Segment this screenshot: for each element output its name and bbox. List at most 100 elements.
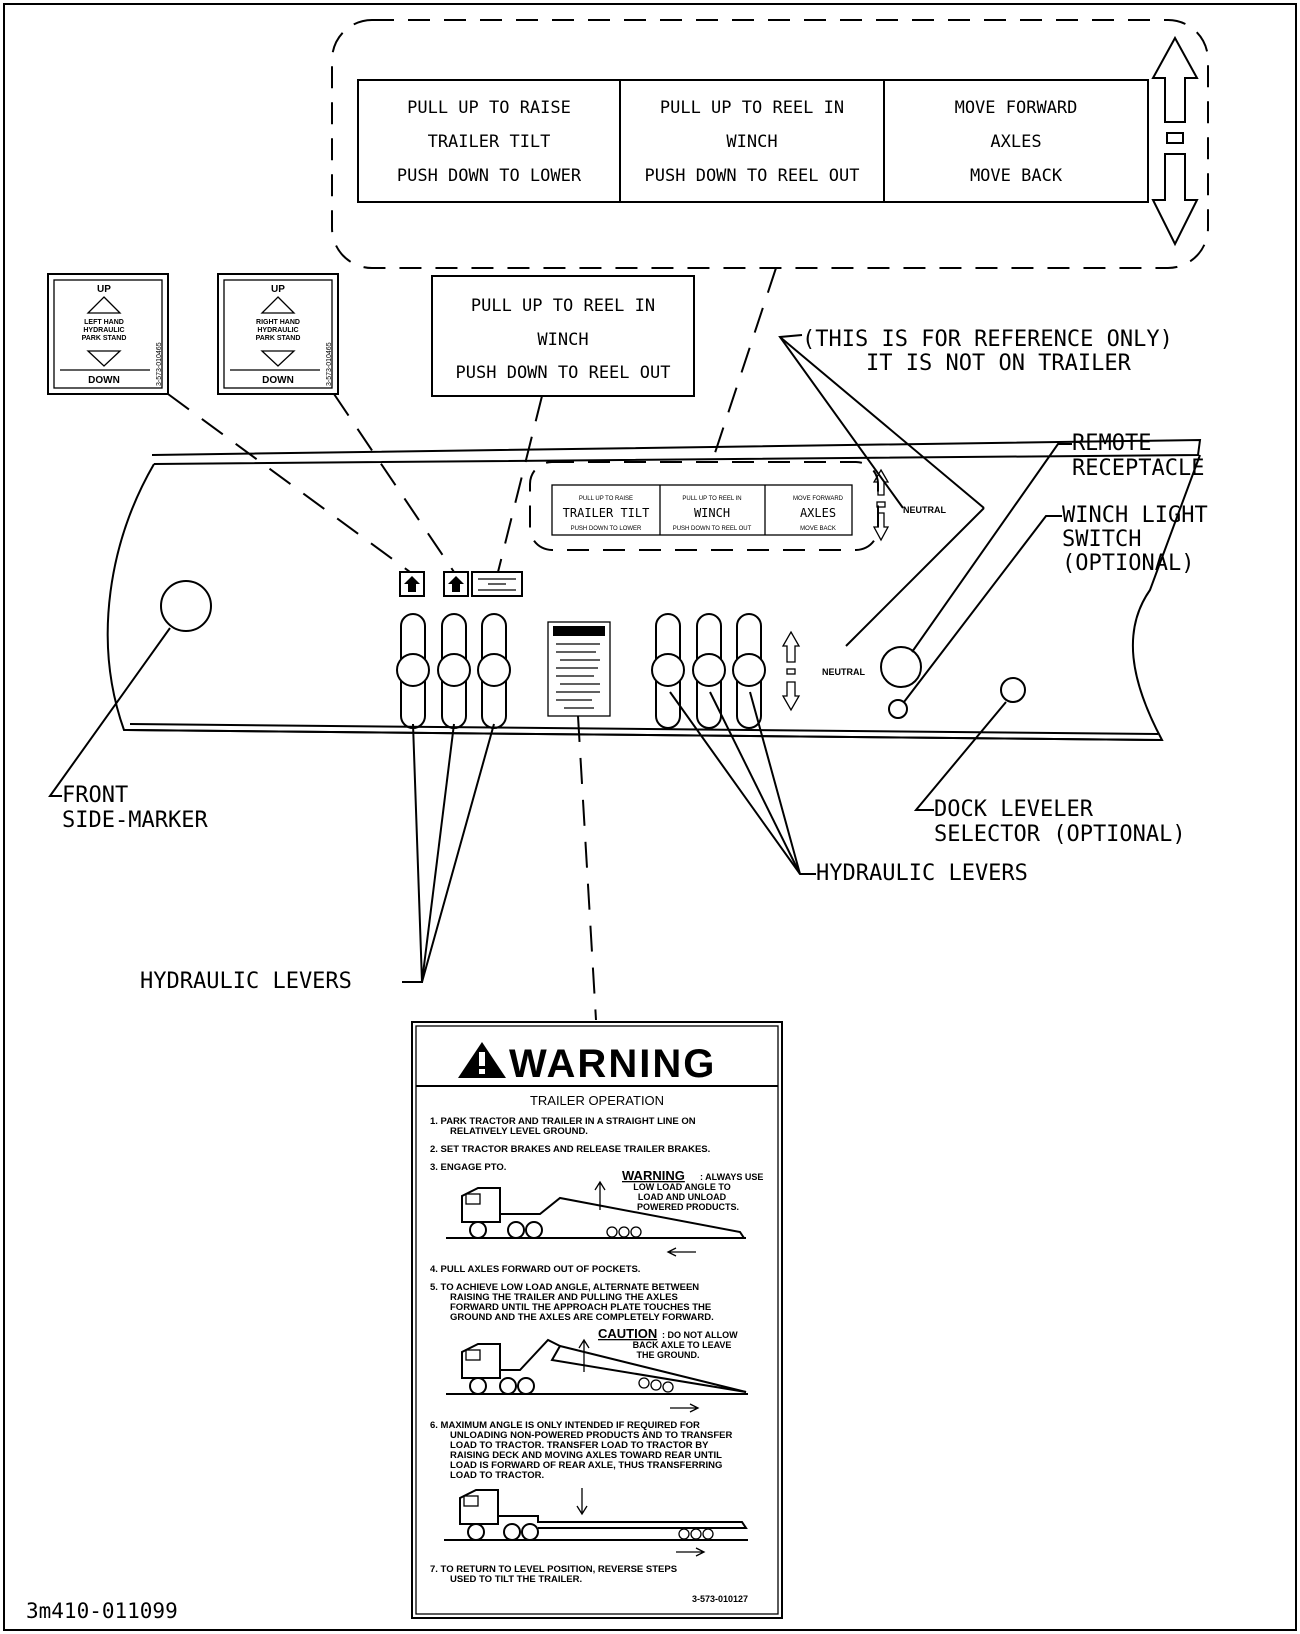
svg-text:HYDRAULIC LEVERS: HYDRAULIC LEVERS: [140, 969, 352, 994]
warning-part-number: 3-573-010127: [692, 1594, 748, 1604]
up-arrow-icon: [872, 468, 890, 496]
up-triangle-icon: [260, 296, 296, 314]
svg-text:6. MAXIMUM ANGLE IS ONLY INTE: 6. MAXIMUM ANGLE IS ONLY INTENDED IF REQ…: [430, 1420, 700, 1431]
tilt-panel-line1: PULL UP TO RAISE: [407, 98, 571, 118]
svg-text:LOAD TO TRACTOR. TRANSFER LOAD: LOAD TO TRACTOR. TRANSFER LOAD TO TRACTO…: [450, 1440, 709, 1451]
svg-text:HYDRAULIC LEVERS: HYDRAULIC LEVERS: [816, 861, 1028, 886]
svg-text:HYDRAULIC: HYDRAULIC: [83, 327, 124, 334]
svg-text:RELATIVELY LEVEL GROUND.: RELATIVELY LEVEL GROUND.: [450, 1126, 588, 1137]
front-side-marker: [160, 580, 212, 632]
svg-text:POWERED PRODUCTS.: POWERED PRODUCTS.: [637, 1202, 739, 1212]
callout-remote-receptacle: REMOTE RECEPTACLE: [911, 431, 1204, 653]
svg-text:LOAD IS FORWARD OF REAR AXLE,: LOAD IS FORWARD OF REAR AXLE, THUS TRANS…: [450, 1460, 722, 1471]
neutral-label-lower: NEUTRAL: [822, 667, 865, 677]
svg-text:WINCH: WINCH: [694, 506, 730, 520]
left-park-stand-decal: UP LEFT HAND HYDRAULIC PARK STAND DOWN 3…: [47, 273, 169, 395]
svg-text:RAISING DECK AND MOVING AXLES: RAISING DECK AND MOVING AXLES TOWARD REA…: [450, 1450, 722, 1461]
svg-text:WINCH LIGHT: WINCH LIGHT: [1062, 503, 1208, 528]
callout-hydraulic-levers-left: HYDRAULIC LEVERS: [140, 723, 495, 994]
warning-header: WARNING: [509, 1042, 716, 1086]
up-arrow-icon: [1151, 35, 1199, 123]
svg-text:3. ENGAGE PTO.: 3. ENGAGE PTO.: [430, 1162, 506, 1173]
svg-text:PUSH DOWN TO REEL OUT: PUSH DOWN TO REEL OUT: [456, 363, 671, 383]
winch-panel-line3: PUSH DOWN TO REEL OUT: [645, 166, 860, 186]
svg-text:WINCH: WINCH: [537, 330, 588, 350]
truck-illustration-low-angle: [446, 1180, 746, 1257]
up-triangle-icon: [86, 296, 122, 314]
svg-text:1. PARK TRACTOR AND TRAILER I: 1. PARK TRACTOR AND TRAILER IN A STRAIGH…: [430, 1116, 696, 1127]
svg-text:PULL UP TO RAISE: PULL UP TO RAISE: [579, 496, 633, 502]
svg-text:3-573-010465: 3-573-010465: [156, 342, 163, 386]
axles-panel-line3: MOVE BACK: [970, 166, 1063, 186]
right-hydraulic-levers: [651, 613, 766, 729]
winch-panel-line1: PULL UP TO REEL IN: [660, 98, 844, 118]
down-triangle-icon: [260, 350, 296, 367]
svg-text:: DO NOT ALLOW: : DO NOT ALLOW: [662, 1330, 738, 1340]
winch-panel-line2: WINCH: [726, 132, 777, 152]
neutral-label-upper: NEUTRAL: [903, 505, 946, 515]
svg-text:LEFT HAND: LEFT HAND: [84, 319, 124, 326]
callout-reference: (THIS IS FOR REFERENCE ONLY) IT IS NOT O…: [778, 327, 1173, 647]
svg-text:UP: UP: [271, 284, 285, 295]
winch-light-switch: [888, 699, 908, 719]
svg-text:MOVE BACK: MOVE BACK: [800, 526, 836, 532]
svg-text:FRONT: FRONT: [62, 783, 128, 808]
winch-decal: PULL UP TO REEL IN WINCH PUSH DOWN TO RE…: [431, 275, 695, 397]
svg-text:USED TO TILT THE TRAILER.: USED TO TILT THE TRAILER.: [450, 1574, 582, 1585]
enlarged-control-decal: PULL UP TO RAISE TRAILER TILT PUSH DOWN …: [331, 19, 1209, 269]
svg-text:BACK AXLE TO LEAVE: BACK AXLE TO LEAVE: [633, 1340, 732, 1350]
left-hydraulic-levers: [396, 613, 511, 729]
svg-text:RIGHT HAND: RIGHT HAND: [256, 319, 300, 326]
reference-note-line1: (THIS IS FOR REFERENCE ONLY): [802, 327, 1173, 352]
svg-text:3-573-010465: 3-573-010465: [326, 342, 333, 386]
svg-text:PULL UP TO REEL IN: PULL UP TO REEL IN: [682, 496, 741, 502]
svg-text:SIDE-MARKER: SIDE-MARKER: [62, 808, 208, 833]
callout-dock-leveler: DOCK LEVELER SELECTOR (OPTIONAL): [913, 701, 1186, 847]
neutral-indicator: NEUTRAL: [781, 630, 865, 712]
svg-text:UP: UP: [97, 284, 111, 295]
svg-text:DOWN: DOWN: [88, 375, 120, 386]
svg-text:7. TO RETURN TO LEVEL POSITIO: 7. TO RETURN TO LEVEL POSITION, REVERSE …: [430, 1564, 677, 1575]
svg-text:5. TO ACHIEVE LOW LOAD ANGLE,: 5. TO ACHIEVE LOW LOAD ANGLE, ALTERNATE …: [430, 1282, 699, 1293]
drawing-frame: [3, 3, 1297, 1631]
tilt-panel-line3: PUSH DOWN TO LOWER: [397, 166, 582, 186]
reference-dashed-outline: [331, 19, 1209, 269]
right-park-stand-decal: UP RIGHT HAND HYDRAULIC PARK STAND DOWN …: [217, 273, 339, 395]
down-arrow-icon: [781, 681, 801, 712]
svg-text:DOWN: DOWN: [262, 375, 294, 386]
reference-note-line2: IT IS NOT ON TRAILER: [866, 351, 1132, 376]
warning-decal: WARNING TRAILER OPERATION 1. PARK TRACTO…: [411, 1021, 783, 1619]
svg-text:PARK STAND: PARK STAND: [256, 335, 301, 342]
axles-panel-line1: MOVE FORWARD: [955, 98, 1078, 118]
svg-text:LOAD TO TRACTOR.: LOAD TO TRACTOR.: [450, 1470, 544, 1481]
drawing-number: 3m410-011099: [26, 1599, 178, 1623]
down-arrow-icon: [872, 512, 890, 542]
svg-text:THE GROUND.: THE GROUND.: [637, 1350, 700, 1360]
svg-text:SWITCH: SWITCH: [1062, 527, 1141, 552]
svg-text:PARK STAND: PARK STAND: [82, 335, 127, 342]
callout-winch-light: WINCH LIGHT SWITCH (OPTIONAL): [903, 503, 1208, 703]
callout-front-side-marker: FRONT SIDE-MARKER: [48, 627, 208, 833]
svg-text:AXLES: AXLES: [800, 506, 836, 520]
panel-warning-decal: [547, 621, 611, 717]
svg-text:RAISING THE TRAILER AND PULLIN: RAISING THE TRAILER AND PULLING THE AXLE…: [450, 1292, 678, 1303]
svg-text:: ALWAYS USE: : ALWAYS USE: [700, 1172, 763, 1182]
svg-text:PUSH DOWN TO REEL OUT: PUSH DOWN TO REEL OUT: [673, 526, 752, 532]
panel-control-decal: PULL UP TO RAISE TRAILER TILT PUSH DOWN …: [529, 461, 946, 551]
up-arrow-icon: [781, 630, 801, 663]
control-decal-box: [357, 79, 1149, 203]
svg-text:PUSH DOWN TO LOWER: PUSH DOWN TO LOWER: [571, 526, 642, 532]
svg-text:HYDRAULIC: HYDRAULIC: [257, 327, 298, 334]
panel-small-decals: [399, 571, 523, 597]
remote-receptacle: [880, 646, 922, 688]
svg-text:RECEPTACLE: RECEPTACLE: [1072, 456, 1204, 481]
dock-leveler-selector: [1000, 677, 1026, 703]
svg-text:TRAILER TILT: TRAILER TILT: [563, 506, 650, 520]
truck-illustration-raised: [446, 1338, 748, 1413]
svg-text:PULL UP TO REEL IN: PULL UP TO REEL IN: [471, 296, 655, 316]
callout-hydraulic-levers-right: HYDRAULIC LEVERS: [669, 691, 1028, 886]
svg-text:DOCK LEVELER: DOCK LEVELER: [934, 797, 1094, 822]
svg-text:SELECTOR (OPTIONAL): SELECTOR (OPTIONAL): [934, 822, 1186, 847]
svg-text:LOAD AND UNLOAD: LOAD AND UNLOAD: [638, 1192, 727, 1202]
